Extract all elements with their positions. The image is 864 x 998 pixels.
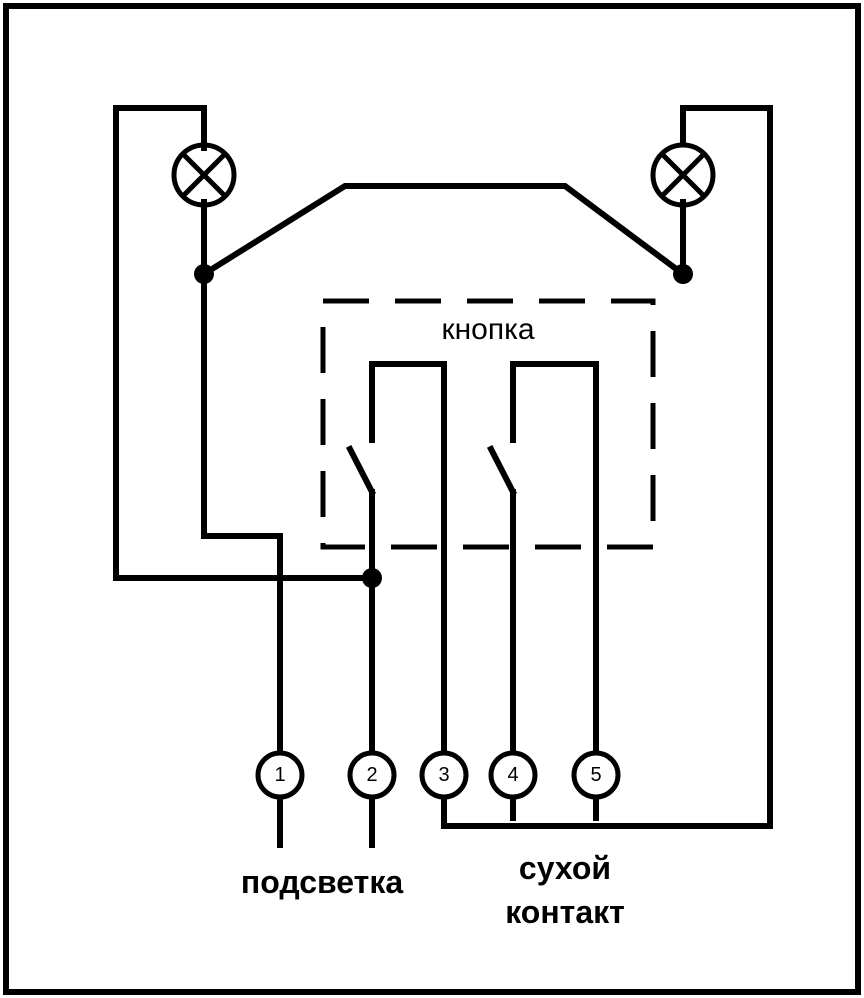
svg-text:2: 2 [366,764,377,786]
junction-node [673,264,693,284]
terminal-3: 3 [419,750,469,800]
button-label: кнопка [441,313,534,346]
svg-text:1: 1 [274,764,285,786]
switch2-lever [486,444,518,497]
right-lamp-top-wire [441,105,773,829]
dry-contact-label-line1: сухой [519,850,611,886]
left-lamp-outer-wire [113,105,373,581]
switch2-top-wire [510,361,599,763]
terminal-1: 1 [255,750,305,800]
lamp-icon [171,142,237,208]
svg-text:3: 3 [438,764,449,786]
outer-frame [3,3,861,995]
left-lamp-down-wire [201,199,283,763]
lamp-icon [650,142,716,208]
terminal-2: 2 [347,750,397,800]
junction-node [194,264,214,284]
button-enclosure [320,298,656,550]
lamp-bridge-wire [199,183,688,279]
terminal-4: 4 [488,750,538,800]
backlight-label: подсветка [241,864,403,900]
junction-node [362,568,382,588]
svg-text:5: 5 [590,764,601,786]
switch1-top-wire [369,361,447,763]
dry-contact-label-line2: контакт [505,894,625,930]
terminal-5: 5 [571,750,621,800]
svg-text:4: 4 [507,764,518,786]
switch1-lever [345,444,377,497]
